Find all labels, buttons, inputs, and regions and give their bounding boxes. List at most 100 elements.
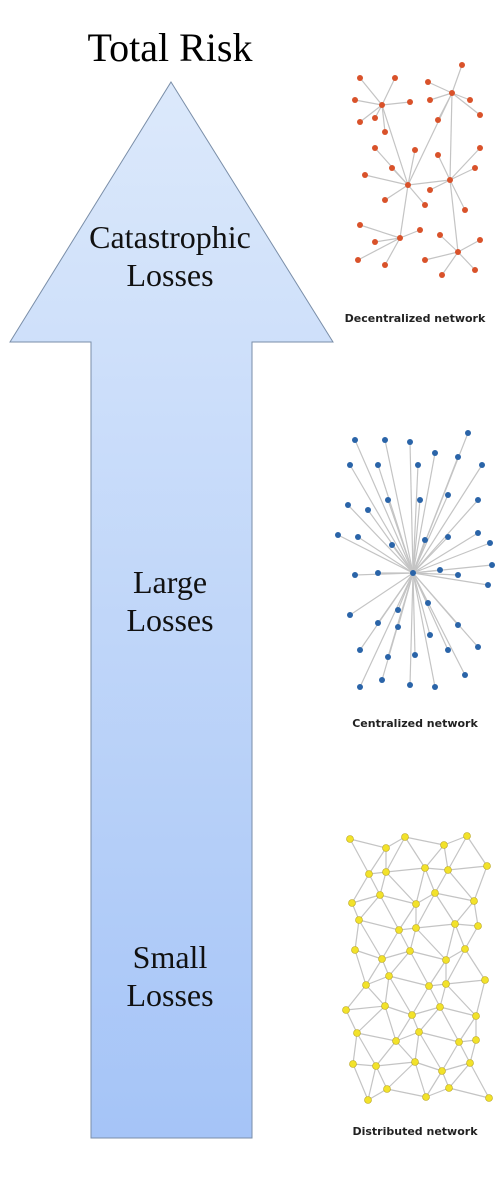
network-edge [412,532,479,574]
network-node [475,530,481,536]
network-edge [424,867,436,894]
network-edge [407,92,453,186]
network-node [412,924,420,932]
network-node [463,832,471,840]
network-node [395,607,401,613]
network-edge [404,836,426,869]
network-edge [449,147,481,181]
network-node [472,1036,480,1044]
network-edge [451,64,463,94]
network-edge [457,251,476,271]
network-node [372,145,378,151]
network-edge [412,542,491,574]
network-node [379,102,385,108]
network-node [425,600,431,606]
network-node [395,926,403,934]
network-edge [464,948,486,981]
network-node [362,981,370,989]
network-edge [357,237,401,261]
network-edge [352,1032,358,1065]
network-node [378,955,386,963]
network-node [357,684,363,690]
network-node [440,841,448,849]
network-edge [388,975,413,1016]
network-edge [358,919,383,960]
network-edge [368,847,387,875]
network-node [362,172,368,178]
network-edge [347,504,414,574]
network-edge [414,1061,427,1098]
network-edge [412,539,426,574]
network-edge [466,835,488,867]
centralized-network-caption: Centralized network [352,717,478,730]
network-edge [434,892,475,902]
network-edge [351,894,381,904]
network-node [345,502,351,508]
network-node [412,900,420,908]
network-node [474,922,482,930]
network-node [348,899,356,907]
network-edge [395,1040,416,1063]
network-edge [425,1070,443,1098]
network-edge [358,919,400,931]
network-edge [391,544,414,574]
decentralized-network-caption: Decentralized network [344,312,486,325]
network-node [467,97,473,103]
network-node [352,572,358,578]
network-node [477,237,483,243]
network-edge [398,903,417,931]
network-node [335,532,341,538]
network-edge [447,835,468,871]
network-edge [424,251,459,261]
network-node [405,182,411,188]
network-node [381,1002,389,1010]
network-edge [358,894,381,921]
network-node [422,202,428,208]
network-edge [445,923,456,961]
network-edge [454,900,475,925]
network-node [357,119,363,125]
network-node [375,620,381,626]
network-edge [381,101,411,106]
network-node [410,570,416,576]
network-edge [356,1032,397,1042]
network-node [372,115,378,121]
network-node [462,672,468,678]
network-node [472,165,478,171]
network-edge [365,958,383,986]
network-edge [384,237,401,266]
network-node [445,492,451,498]
network-node [427,97,433,103]
network-node [461,945,469,953]
network-node [442,956,450,964]
network-node [351,946,359,954]
level-catastrophic-losses: Catastrophic Losses [60,218,280,294]
network-edge [388,950,411,977]
network-node [427,187,433,193]
network-node [407,439,413,445]
network-node [435,152,441,158]
network-edge [349,464,414,574]
network-node [365,507,371,513]
network-node [347,612,353,618]
network-edge [375,1065,388,1090]
network-edge [449,179,466,211]
network-node [401,833,409,841]
network-node [372,239,378,245]
network-node [477,112,483,118]
network-edge [367,1065,377,1101]
network-node [385,972,393,980]
network-edge [412,572,479,648]
network-node [395,624,401,630]
network-node [437,567,443,573]
network-node [444,866,452,874]
network-node [438,1067,446,1075]
network-node [406,947,414,955]
network-edge [412,572,489,586]
network-node [421,864,429,872]
network-node [489,562,495,568]
network-edge [386,1088,427,1098]
network-edge [412,464,483,574]
